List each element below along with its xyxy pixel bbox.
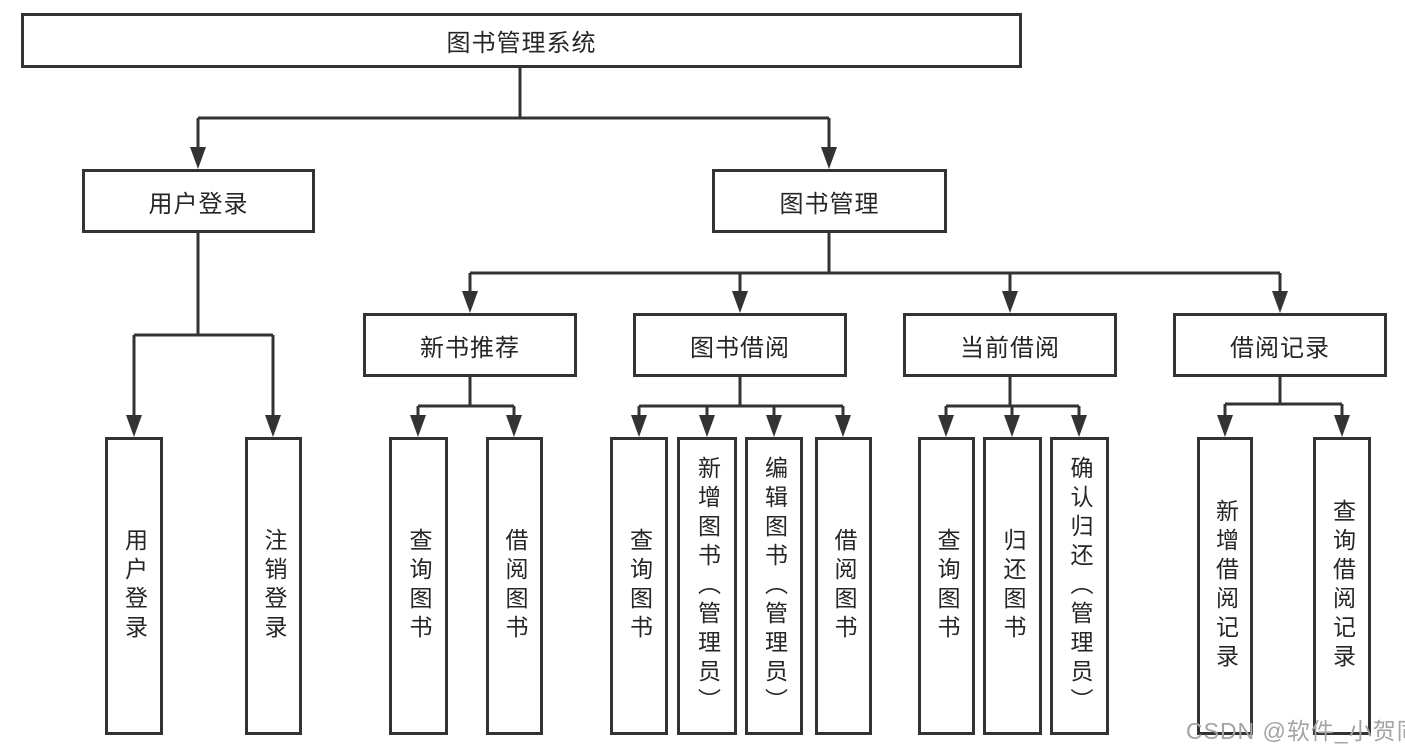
connector-new-book-recommend-children xyxy=(410,377,522,437)
connector-book-management-children xyxy=(462,233,1288,313)
leaf-borrow-books-recommend: 借阅图书 xyxy=(486,437,543,735)
leaf-query-books-recommend: 查询图书 xyxy=(389,437,448,735)
connector-current-borrow-children xyxy=(938,377,1087,437)
node-current-borrow: 当前借阅 xyxy=(903,313,1117,377)
node-new-book-recommend: 新书推荐 xyxy=(363,313,577,377)
node-user-login: 用户登录 xyxy=(82,169,315,233)
node-book-borrow: 图书借阅 xyxy=(633,313,847,377)
node-library-management-system: 图书管理系统 xyxy=(21,13,1022,68)
node-book-management: 图书管理 xyxy=(712,169,947,233)
node-borrow-records: 借阅记录 xyxy=(1173,313,1387,377)
leaf-add-books-admin: 新增图书（管理员） xyxy=(677,437,737,735)
connector-root-to-level2 xyxy=(190,68,837,169)
leaf-query-borrow-record: 查询借阅记录 xyxy=(1313,437,1371,735)
leaf-edit-books-admin: 编辑图书（管理员） xyxy=(745,437,803,735)
leaf-query-books-current: 查询图书 xyxy=(918,437,975,735)
leaf-borrow-books: 借阅图书 xyxy=(815,437,872,735)
leaf-add-borrow-record: 新增借阅记录 xyxy=(1197,437,1253,735)
leaf-logout: 注销登录 xyxy=(245,437,302,735)
leaf-query-books-borrow: 查询图书 xyxy=(610,437,668,735)
leaf-user-login: 用户登录 xyxy=(105,437,163,735)
leaf-return-books: 归还图书 xyxy=(983,437,1042,735)
leaf-confirm-return-admin: 确认归还（管理员） xyxy=(1050,437,1109,735)
connector-borrow-records-children xyxy=(1217,377,1350,437)
watermark-text: CSDN @软件_小贺同学 xyxy=(1186,718,1405,744)
connector-user-login-children xyxy=(126,233,281,437)
connector-book-borrow-children xyxy=(631,377,851,437)
